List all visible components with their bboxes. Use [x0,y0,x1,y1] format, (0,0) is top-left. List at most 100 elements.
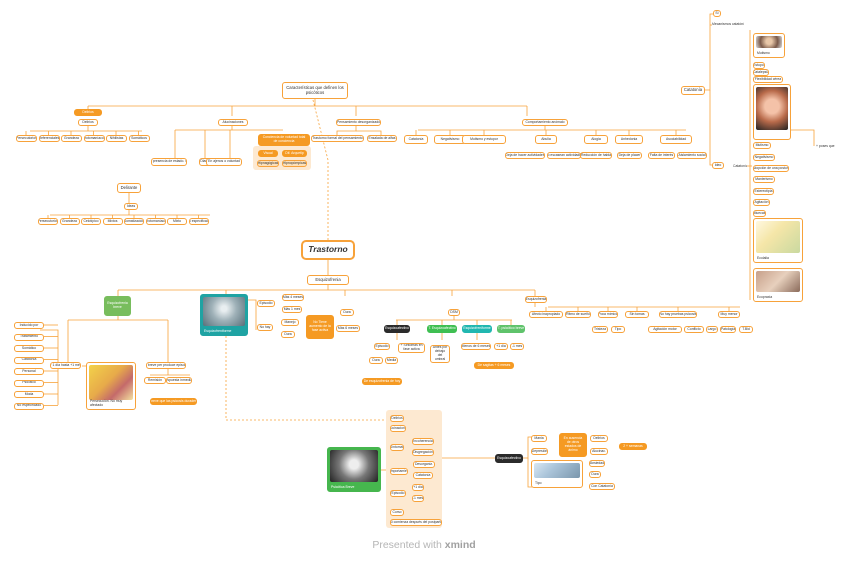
bottom-left-item[interactable]: Catatonía [413,472,433,479]
comportamiento-item[interactable]: Catatonía [404,135,428,144]
catatonia-item[interactable]: Muecas [753,210,766,217]
delirio-item[interactable]: Persecutorios [16,135,37,142]
forme-item[interactable]: Manejo [281,319,299,326]
delirante-type[interactable]: Persecutorios [38,218,58,225]
catatonia-item[interactable]: Manierismo [753,176,775,183]
catatonia-item[interactable]: Negativismo [753,154,775,161]
esq-right-item[interactable]: Muy menor [718,311,740,318]
img-face[interactable] [753,84,791,140]
bottom-right[interactable]: Depresión [531,448,548,455]
topic-caracteristicas[interactable]: Características que definen los psicótic… [282,82,348,99]
delirio-item[interactable]: Referenciales [38,135,60,142]
catatonia-item[interactable]: Estupor [753,62,765,69]
breve-type[interactable]: Inducido por [14,322,44,329]
esq-right-item[interactable]: Poca mímica [598,311,618,318]
comportamiento-sub[interactable]: No escasean actividades [547,152,581,159]
dsm-footer2[interactable]: De sagitas + 6 meses [474,362,514,369]
breve-extra[interactable]: Respuesta inmediata [166,377,192,384]
breve-type[interactable]: Moda [14,391,44,398]
esq-right-sub[interactable]: T.Bid [739,326,753,333]
topic-comportamiento[interactable]: Comportamiento anómalo [522,119,568,126]
bottom-left-item[interactable]: Desorganiz. [413,461,435,468]
catatonia-item[interactable]: Estereotipia [753,188,774,195]
delirante-type[interactable]: Mixto [167,218,187,225]
dsm-chip[interactable]: T. psicótico breve [497,325,525,333]
topic-alucinaciones[interactable]: Alucinaciones [218,119,248,126]
bottom-right[interactable]: Mania [531,435,547,442]
delirante-type[interactable]: Mixtos [102,218,123,225]
dsm-node[interactable]: DSM [448,309,460,316]
catatonia-item[interactable]: Mutismo [753,142,771,149]
topic-breve[interactable]: Esquizofrenia breve [104,296,131,316]
bottom-left-item[interactable]: Alucinaciones [390,425,406,432]
chip-hipnopompicas[interactable]: Hipnopómpicas [282,160,307,167]
bottom-left-item[interactable]: -1 mes [412,495,424,502]
dsm-sub[interactable]: Menos de 6 meses [461,343,491,350]
bottom-left-item[interactable]: Disgregación [412,449,434,456]
bottom-left-item[interactable]: +1 día [412,484,424,491]
bottom-left-item[interactable]: Episodio [390,490,406,497]
bottom-left-item[interactable]: Comportamiento [390,468,408,475]
dsm-sub[interactable]: Antes por debajo del umbral [430,345,450,363]
img-ecolalia[interactable]: Ecolalia [753,218,803,263]
dsm-sub[interactable]: Dura [369,357,383,364]
bottom-left-item[interactable]: Síntomas [390,444,404,451]
esq-right-sub[interactable]: Tristeza [592,326,608,333]
delirio-item[interactable]: Grandeza [61,135,82,142]
bottom-right[interactable]: Ansiedad [589,460,605,467]
breve-type[interactable]: Tratamiento [14,333,44,341]
breve-type[interactable]: Catatonía [14,356,44,364]
bottom-right[interactable]: Dura [589,471,601,478]
esq-right-item[interactable]: No hay pruebas psicosis [659,311,697,318]
alucinacion-conscious[interactable]: Conciencia de voluntad total de concienc… [258,134,310,146]
catatonia-item[interactable]: Agitación [753,199,770,206]
forme-note[interactable]: No Tiene aumento de la fase activa [306,315,334,339]
img-mutismo[interactable]: Mutismo [753,33,785,58]
topic-esquizofrenia[interactable]: Esquizofrenia [307,275,349,285]
breve-type[interactable]: Psicótico [14,379,44,387]
dsm-sub[interactable]: +1 día [494,343,508,350]
esq-right-sub[interactable]: Patología [720,326,736,333]
topic-delirios[interactable]: Delirios [74,109,102,116]
img-esquizofreniforme[interactable]: Esquizofreniforme [200,294,248,336]
delirante-type[interactable]: Somatización [124,218,144,225]
comportamiento-sub[interactable]: Falta de interés [648,152,675,159]
breve-type[interactable]: Somático [14,345,44,352]
delirante-ideas[interactable]: Ideas [124,203,138,210]
breve-extra[interactable]: Remisión [144,377,166,384]
bottom-right[interactable]: Delirios [590,435,608,442]
comportamiento-sub[interactable]: Aislamiento social [677,152,707,159]
breve-type[interactable]: Personal [14,368,44,375]
delirante-type[interactable]: No especificado [188,218,209,225]
comportamiento-sub[interactable]: Reducción de habla [580,152,612,159]
root-topic[interactable]: Trastorno [301,240,355,260]
img-tipo[interactable]: Tipo [531,460,583,488]
bottom-left-item[interactable]: Delirios [390,415,404,422]
delirio-item[interactable]: Erotomaníacos [83,135,105,142]
topic-pensamiento[interactable]: Pensamiento desorganizado [336,119,381,126]
pensamiento-item[interactable]: Trastorno formal del pensamiento [311,135,364,142]
topic-esquizoafectivo[interactable]: Esquizoafectivo [495,454,523,463]
esq-right-sub[interactable]: Agitación motor [648,326,682,333]
dura-item[interactable]: Más 6 meses [336,325,360,332]
comportamiento-item[interactable]: Anhedonia [615,135,643,144]
esq-right-sub[interactable]: Largo [706,326,718,333]
catatonia-ideo[interactable]: Ideo [712,162,724,169]
esq-right-item[interactable]: Ritmo de sueño [565,311,591,318]
catatonia-item[interactable]: Adopción de una postura [753,165,789,172]
alucinacion-item[interactable]: En ajenos o voluntad [206,158,242,166]
img-psicotica-breve[interactable]: Psicótica Breve [327,447,381,492]
delirante-type[interactable]: Celotípico [81,218,101,225]
chip-arquetip[interactable]: Dif. Arquetip [282,150,307,157]
dsm-chip[interactable]: Esquizoafectivo [384,325,410,333]
chip-hipnagogicas[interactable]: Hipnagógicas [257,160,279,167]
esq-right-sub[interactable]: Tipo [611,326,625,333]
dsm-chip[interactable]: Esquizofreniforme [462,325,492,333]
dsm-sub[interactable]: Episodio [374,343,390,350]
bottom-right-note[interactable]: En ausencia de otros estados de ánimo [559,433,587,457]
esq-right-item[interactable]: Sin tomas [625,311,649,318]
delirante-type[interactable]: Erotomaníaco [145,218,166,225]
forme-item[interactable]: Episodio [257,300,275,307]
img-ecopraxia[interactable]: Ecopraxia [753,268,803,302]
alucinacion-item[interactable]: En presencia de estado. Col [151,158,187,166]
